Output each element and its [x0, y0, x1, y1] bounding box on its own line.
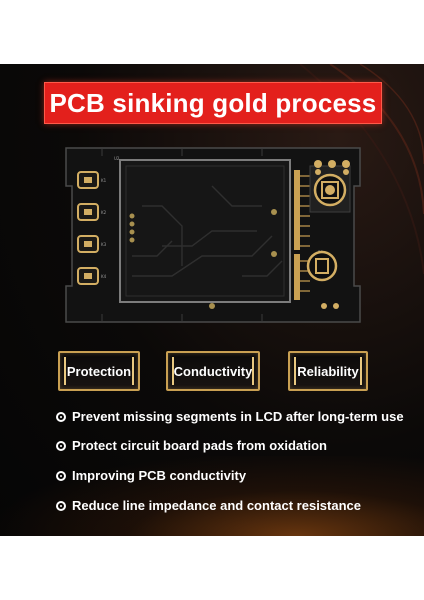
pad-label-k2: K2 — [101, 210, 107, 215]
bullet-icon — [56, 500, 66, 511]
bullet-text: Improving PCB conductivity — [72, 468, 247, 483]
pad-label-k1: K1 — [101, 178, 107, 183]
bullet-text: Prevent missing segments in LCD after lo… — [72, 409, 404, 424]
floor-glow — [0, 456, 424, 536]
title: PCB sinking gold process — [49, 87, 377, 118]
bullet-icon — [56, 411, 66, 422]
product-banner: PCB sinking gold process — [0, 64, 424, 536]
bullet-text: Protect circuit board pads from oxidatio… — [72, 438, 327, 453]
feature-reliability: Reliability — [288, 351, 368, 391]
bullet-text: Reduce line impedance and contact resist… — [72, 498, 361, 513]
feature-protection: Protection — [58, 351, 140, 391]
bullet-icon — [56, 470, 66, 481]
feature-label-conductivity: Conductivity — [173, 363, 253, 379]
pad-label-k4: K4 — [101, 274, 107, 279]
bullet-icon — [56, 440, 66, 451]
feature-label-reliability: Reliability — [297, 363, 359, 379]
pcb-board-image: K1 K2 K3 K4 U2 B1 — [65, 147, 361, 323]
top-left-label: U2 — [114, 156, 120, 161]
feature-label-protection: Protection — [66, 363, 132, 379]
list-item: Improving PCB conductivity — [56, 468, 246, 483]
pad-label-k3: K3 — [101, 242, 107, 247]
list-item: Prevent missing segments in LCD after lo… — [56, 409, 404, 424]
list-item: Protect circuit board pads from oxidatio… — [56, 438, 327, 453]
feature-conductivity: Conductivity — [166, 351, 260, 391]
title-banner: PCB sinking gold process — [44, 82, 382, 124]
list-item: Reduce line impedance and contact resist… — [56, 498, 361, 513]
